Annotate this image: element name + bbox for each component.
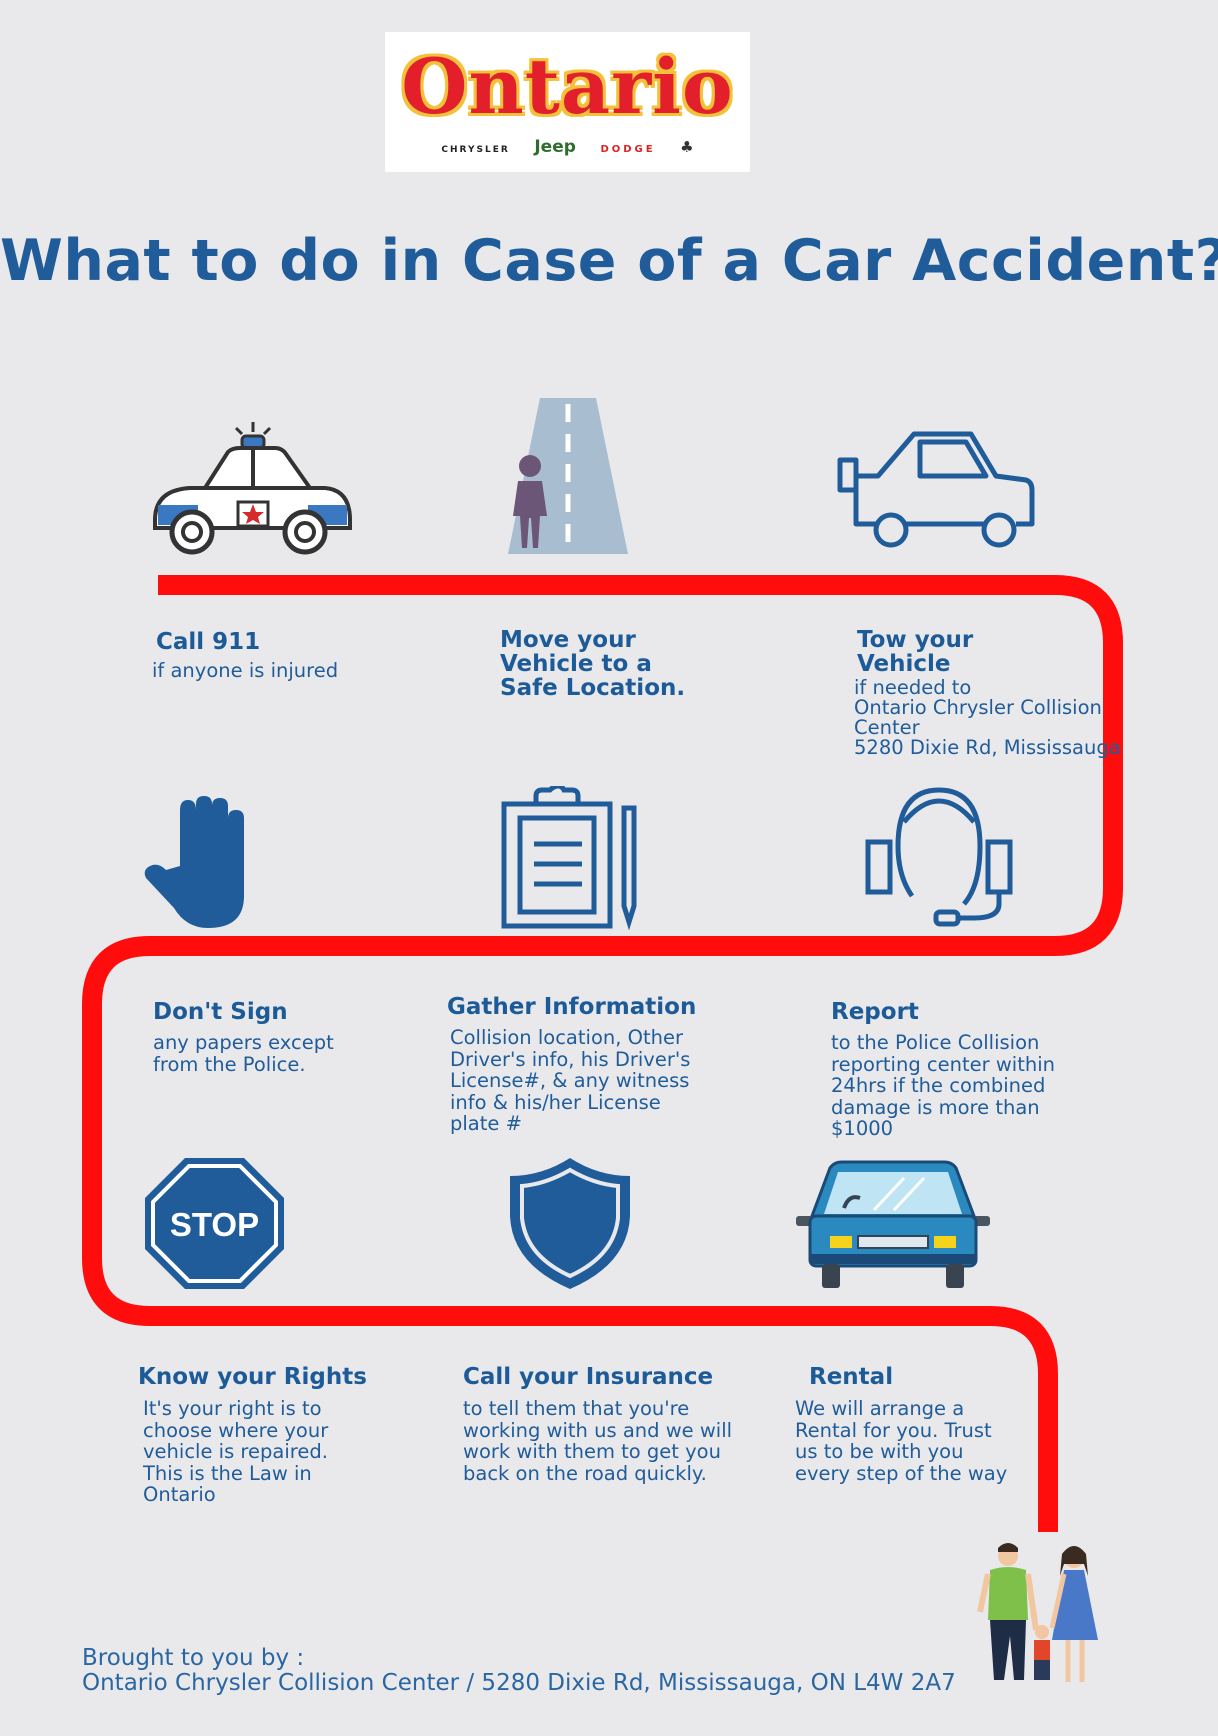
step-body-call-911: if anyone is injured — [152, 659, 339, 682]
brand-chrysler: CHRYSLER — [441, 145, 510, 155]
step-heading-gather-information: Gather Information — [447, 994, 697, 1020]
step-heading-dont-sign: Don't Sign — [153, 999, 288, 1025]
hand-stop-icon — [144, 796, 244, 928]
step-body-rental: We will arrange a Rental for you. Trust … — [795, 1397, 1008, 1485]
road-person-icon — [508, 398, 628, 554]
clipboard-icon — [501, 786, 637, 931]
step-body-dont-sign: any papers except from the Police. — [153, 1031, 334, 1076]
step-body-tow-vehicle: if needed to Ontario Chrysler Collision … — [854, 676, 1121, 759]
page-title: What to do in Case of a Car Accident? — [0, 228, 1218, 294]
brand-jeep: Jeep — [534, 137, 576, 157]
step-heading-know-your-rights: Know your Rights — [138, 1364, 367, 1390]
brand-dodge: DODGE — [600, 144, 656, 155]
logo-wordmark: Ontario — [401, 42, 734, 131]
family-illustration-icon — [977, 1543, 1098, 1682]
step-body-call-insurance: to tell them that you're working with us… — [463, 1397, 733, 1485]
step-heading-rental: Rental — [809, 1364, 894, 1390]
ontario-logo: Ontario CHRYSLER Jeep DODGE ♣ — [385, 32, 750, 172]
step-body-report: to the Police Collision reporting center… — [831, 1031, 1055, 1140]
stop-sign-icon: STOP — [145, 1158, 284, 1289]
step-heading-call-insurance: Call your Insurance — [463, 1364, 714, 1390]
step-heading-report: Report — [831, 999, 919, 1025]
step-body-gather-information: Collision location, Other Driver's info,… — [450, 1026, 691, 1135]
rental-car-icon — [796, 1160, 990, 1288]
shield-icon — [510, 1158, 630, 1289]
stop-sign-text: STOP — [170, 1206, 259, 1243]
step-heading-move-vehicle: Move your Vehicle to a Safe Location. — [500, 627, 686, 701]
footer: Brought to you by : Ontario Chrysler Col… — [82, 1646, 956, 1696]
brand-row: CHRYSLER Jeep DODGE ♣ — [385, 137, 750, 157]
footer-line-2: Ontario Chrysler Collision Center / 5280… — [82, 1670, 956, 1696]
tow-vehicle-icon — [837, 431, 1035, 548]
step-heading-call-911: Call 911 — [156, 629, 261, 655]
headset-icon — [865, 787, 1013, 927]
step-body-know-your-rights: It's your right is to choose where your … — [143, 1397, 329, 1506]
police-car-icon — [153, 422, 352, 555]
ram-logo-icon: ♣ — [680, 138, 694, 156]
step-heading-tow-vehicle: Tow your Vehicle — [857, 627, 974, 677]
footer-line-1: Brought to you by : — [82, 1645, 305, 1671]
